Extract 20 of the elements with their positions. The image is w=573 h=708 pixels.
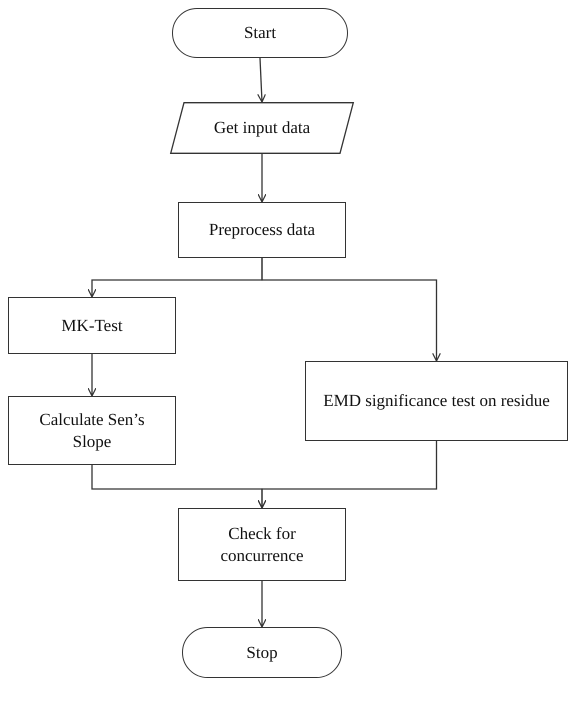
node-label: Start bbox=[244, 22, 276, 44]
arrow bbox=[257, 58, 266, 103]
arrow bbox=[257, 581, 267, 628]
node-label: EMD significance test on residue bbox=[323, 390, 550, 412]
node-label: Check for concurrence bbox=[219, 523, 305, 566]
process-box bbox=[8, 396, 176, 465]
process-box bbox=[305, 361, 568, 441]
node-label: Stop bbox=[246, 642, 278, 664]
input-parallelogram bbox=[170, 102, 354, 154]
node-label: Calculate Sen’s Slope bbox=[38, 409, 146, 452]
node-label: Get input data bbox=[214, 117, 310, 139]
node-label: Preprocess data bbox=[208, 219, 316, 241]
process-box bbox=[8, 297, 176, 354]
arrow bbox=[261, 258, 442, 362]
process-box bbox=[178, 508, 346, 581]
node-label: MK-Test bbox=[61, 314, 123, 336]
arrow bbox=[257, 441, 438, 509]
arrow bbox=[87, 354, 97, 397]
arrow bbox=[257, 154, 267, 203]
process-box bbox=[178, 202, 346, 258]
